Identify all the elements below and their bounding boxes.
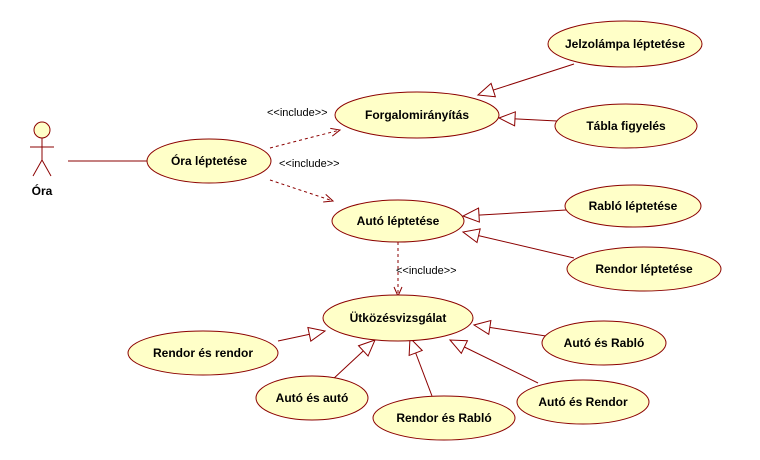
include-line-auto-leptetese	[269, 179, 335, 203]
actor-ora[interactable]: Óra	[30, 121, 54, 198]
use-case-rablo-leptetese[interactable]: Rabló léptetése	[564, 184, 702, 228]
use-case-label: Rendor és Rabló	[396, 411, 491, 425]
generalization-auto-es-rendor	[448, 339, 539, 384]
use-case-label: Ütközésvizsgálat	[350, 310, 447, 325]
use-case-label: Autó és Rendor	[538, 395, 628, 409]
include-label-auto-leptetese: <<include>>	[279, 158, 340, 170]
use-case-auto-leptetese[interactable]: Autó léptetése	[331, 199, 465, 243]
use-case-auto-es-rendor[interactable]: Autó és Rendor	[516, 379, 650, 425]
use-case-utkozesvizsgalat[interactable]: Ütközésvizsgálat	[322, 294, 474, 342]
generalization-rablo-leptetese	[461, 207, 567, 223]
use-case-forgalomiranyitas[interactable]: Forgalomirányítás	[334, 91, 500, 139]
use-case-ora-leptetese[interactable]: Óra léptetése	[146, 138, 272, 184]
actor-right-leg-icon	[41, 159, 52, 177]
generalization-auto-es-rablo	[472, 319, 547, 337]
generalization-tabla-figyeles	[497, 111, 558, 127]
generalization-rendor-es-rendor	[277, 326, 327, 343]
use-case-label: Óra léptetése	[171, 153, 247, 168]
use-case-jelzolampa-leptetese[interactable]: Jelzolámpa léptetése	[547, 20, 703, 68]
use-case-label: Forgalomirányítás	[365, 108, 469, 122]
use-case-label: Rendor léptetése	[595, 262, 693, 276]
include-label-utkozesvizsgalat: <<include>>	[396, 265, 457, 277]
use-case-rendor-es-rablo[interactable]: Rendor és Rabló	[372, 395, 516, 441]
actor-head-icon	[33, 121, 51, 139]
actor-label: Óra	[32, 183, 53, 198]
generalization-jelzolampa	[476, 63, 575, 98]
generalization-rendor-es-rablo	[408, 336, 433, 397]
use-case-auto-es-rablo[interactable]: Autó és Rabló	[541, 320, 667, 366]
use-case-label: Rendor és rendor	[153, 346, 253, 360]
use-case-label: Autó léptetése	[357, 214, 440, 228]
use-case-label: Tábla figyelés	[586, 119, 666, 133]
use-case-label: Jelzolámpa léptetése	[565, 37, 685, 51]
use-case-rendor-leptetese[interactable]: Rendor léptetése	[566, 246, 722, 292]
include-line-forgalomiranyitas	[269, 127, 342, 149]
include-label-forgalomiranyitas: <<include>>	[267, 107, 328, 119]
use-case-auto-es-auto[interactable]: Autó és autó	[255, 375, 369, 421]
use-case-tabla-figyeles[interactable]: Tábla figyelés	[554, 103, 698, 149]
use-case-label: Rabló léptetése	[589, 199, 678, 213]
generalization-rendor-leptetese	[461, 228, 575, 259]
actor-left-leg-icon	[32, 159, 43, 177]
use-case-rendor-es-rendor[interactable]: Rendor és rendor	[127, 330, 279, 376]
generalization-auto-es-auto	[331, 339, 376, 381]
use-case-label: Autó és autó	[276, 391, 349, 405]
use-case-label: Autó és Rabló	[564, 336, 645, 350]
